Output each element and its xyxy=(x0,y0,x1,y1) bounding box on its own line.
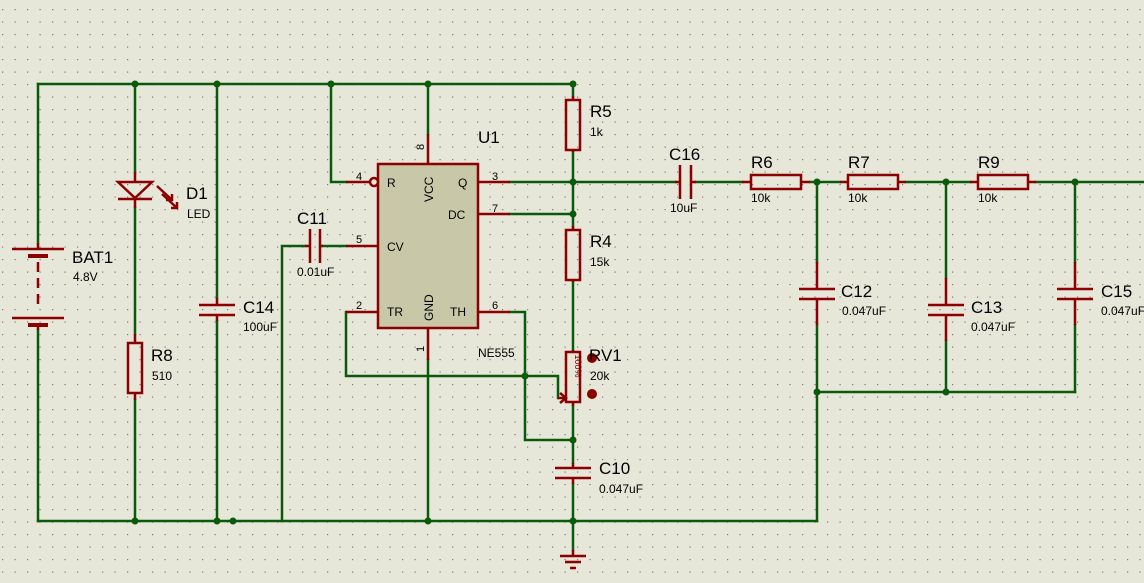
junction-dot xyxy=(131,80,139,88)
resistor-r5-symbol[interactable] xyxy=(564,96,582,152)
ic-pin-label-vcc: VCC xyxy=(422,176,436,202)
rv1-position-label: 100% xyxy=(573,354,583,377)
junction-dot xyxy=(424,80,432,88)
junction-dot xyxy=(327,80,335,88)
capacitor-c10-symbol[interactable] xyxy=(555,463,591,484)
junctions xyxy=(131,80,1079,525)
r9-value-label: 10k xyxy=(978,191,998,205)
wire-reset xyxy=(329,82,348,184)
resistor-r9-symbol[interactable] xyxy=(970,173,1036,191)
led-ref-label: D1 xyxy=(186,184,208,203)
rv1-ref-label: RV1 xyxy=(589,346,622,365)
junction-dot xyxy=(942,388,950,396)
c12-value-label: 0.047uF xyxy=(842,304,886,318)
led-symbol[interactable] xyxy=(114,172,179,210)
junction-dot xyxy=(569,210,577,218)
r5-value-label: 1k xyxy=(590,125,604,139)
rv1-increase-icon[interactable] xyxy=(587,353,597,363)
c11-ref-label: C11 xyxy=(297,209,327,228)
junction-dot xyxy=(1071,178,1079,186)
battery-ref-label: BAT1 xyxy=(72,248,113,267)
r7-ref-label: R7 xyxy=(848,153,870,172)
capacitor-c12-symbol[interactable] xyxy=(799,262,835,325)
ic-part-label: NE555 xyxy=(478,346,515,360)
wire-c11-left xyxy=(280,244,307,523)
c15-ref-label: C15 xyxy=(1101,282,1132,301)
capacitor-c13-symbol[interactable] xyxy=(928,278,964,341)
rv1-decrease-icon[interactable] xyxy=(587,389,597,399)
junction-dot xyxy=(569,517,577,525)
junction-dot xyxy=(213,517,221,525)
r9-ref-label: R9 xyxy=(978,153,1000,172)
junction-dot xyxy=(569,80,577,88)
led-value-label: LED xyxy=(187,207,211,221)
ic-pin-label-r: R xyxy=(387,176,396,190)
c14-ref-label: C14 xyxy=(243,298,274,317)
wires xyxy=(36,82,1144,552)
ic-pin-number-3: 3 xyxy=(492,171,498,183)
junction-dot xyxy=(424,517,432,525)
wire-tr xyxy=(344,310,527,378)
c10-value-label: 0.047uF xyxy=(599,482,643,496)
capacitor-c16-symbol[interactable] xyxy=(675,165,696,199)
junction-dot xyxy=(521,372,529,380)
r6-ref-label: R6 xyxy=(751,153,773,172)
ic-pin-label-dc: DC xyxy=(448,208,466,222)
ic-pin-label-cv: CV xyxy=(387,240,404,254)
resistor-r6-symbol[interactable] xyxy=(742,173,810,191)
junction-dot xyxy=(813,388,821,396)
junction-dot xyxy=(942,178,950,186)
capacitor-c11-symbol[interactable] xyxy=(305,229,323,263)
junction-dot xyxy=(229,517,237,525)
c11-value-label: 0.01uF xyxy=(297,265,334,279)
capacitor-c14-symbol[interactable] xyxy=(199,298,235,321)
ic-pin-label-q: Q xyxy=(458,176,467,190)
resistor-r7-symbol[interactable] xyxy=(840,173,906,191)
ic-pin-number-4: 4 xyxy=(356,171,362,183)
capacitor-c15-symbol[interactable] xyxy=(1057,262,1093,325)
ic-ref-label: U1 xyxy=(478,128,500,147)
c15-value-label: 0.047uF xyxy=(1101,304,1144,318)
potentiometer-rv1-symbol[interactable] xyxy=(558,350,582,406)
ic-u1-symbol[interactable] xyxy=(346,134,510,360)
wire-wiper xyxy=(523,374,560,400)
junction-dot xyxy=(213,80,221,88)
ground-icon xyxy=(560,550,586,570)
ic-pin-label-tr: TR xyxy=(387,305,403,319)
ic-pin-number-7: 7 xyxy=(492,203,498,215)
c10-ref-label: C10 xyxy=(599,459,630,478)
r4-value-label: 15k xyxy=(590,255,610,269)
r7-value-label: 10k xyxy=(848,191,868,205)
ic-pin-number-8: 8 xyxy=(415,144,427,150)
c13-ref-label: C13 xyxy=(971,298,1002,317)
c12-ref-label: C12 xyxy=(841,282,872,301)
junction-dot xyxy=(813,178,821,186)
r8-ref-label: R8 xyxy=(151,346,173,365)
junction-dot xyxy=(569,178,577,186)
ic-pin-number-6: 6 xyxy=(492,300,498,312)
r5-ref-label: R5 xyxy=(590,102,612,121)
c16-value-label: 10uF xyxy=(670,201,697,215)
ic-pin-number-5: 5 xyxy=(356,234,362,246)
ic-pin-label-th: TH xyxy=(450,305,466,319)
r6-value-label: 10k xyxy=(751,191,771,205)
c16-ref-label: C16 xyxy=(669,145,700,164)
ic-pin-number-1: 1 xyxy=(415,346,427,352)
r4-ref-label: R4 xyxy=(590,232,612,251)
junction-dot xyxy=(131,517,139,525)
battery-symbol[interactable] xyxy=(12,243,64,330)
resistor-r4-symbol[interactable] xyxy=(564,226,582,282)
ic-pin-label-gnd: GND xyxy=(422,294,436,321)
battery-value-label: 4.8V xyxy=(73,270,98,284)
junction-dot xyxy=(569,436,577,444)
ic-pin-number-2: 2 xyxy=(356,300,362,312)
resistor-r8-symbol[interactable] xyxy=(126,334,144,400)
r8-value-label: 510 xyxy=(152,369,172,383)
rv1-value-label: 20k xyxy=(590,369,610,383)
c13-value-label: 0.047uF xyxy=(971,320,1015,334)
c14-value-label: 100uF xyxy=(243,320,277,334)
